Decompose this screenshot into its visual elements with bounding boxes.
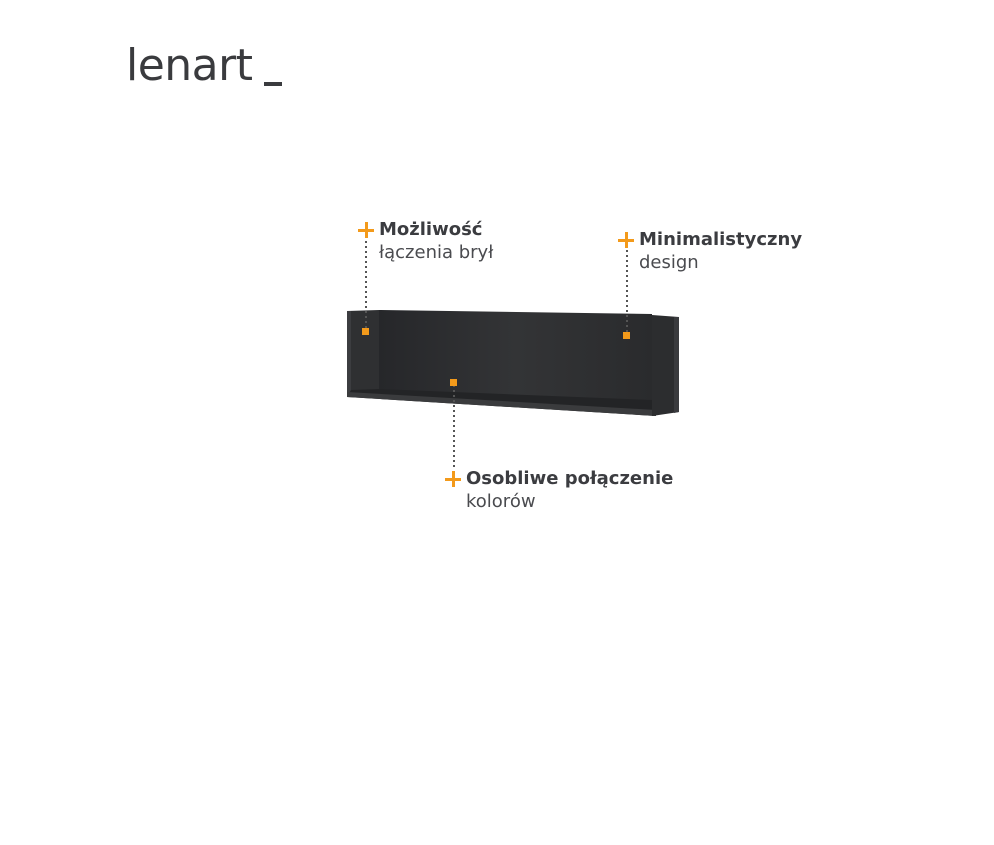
plus-icon	[358, 222, 374, 238]
logo-text: lenart	[126, 40, 253, 91]
shelf-left-edge	[347, 311, 351, 396]
logo-underscore	[264, 82, 282, 86]
callout-joining: Możliwość łączenia brył	[358, 219, 493, 264]
callout-colors-title: Osobliwe połączenie	[466, 468, 674, 489]
callout-colors-subtitle: kolorów	[466, 490, 536, 512]
callout-design-subtitle: design	[639, 251, 699, 273]
callout-joining-subtitle: łączenia brył	[379, 241, 494, 263]
callout-design-title: Minimalistyczny	[639, 229, 803, 250]
plus-icon	[618, 232, 634, 248]
shelf-right-panel	[652, 315, 679, 416]
shelf-right-edge	[674, 317, 679, 413]
marker-dot-icon	[623, 332, 630, 339]
marker-dot-icon	[450, 379, 457, 386]
shelf-bottom-front	[347, 392, 656, 416]
marker-dot-icon	[362, 328, 369, 335]
callout-joining-title: Możliwość	[379, 219, 483, 240]
shelf-back-panel	[379, 310, 652, 404]
plus-icon	[445, 471, 461, 487]
callout-colors: Osobliwe połączenie kolorów	[445, 468, 673, 513]
callout-design: Minimalistyczny design	[618, 229, 802, 274]
shelf-left-panel	[347, 310, 379, 397]
